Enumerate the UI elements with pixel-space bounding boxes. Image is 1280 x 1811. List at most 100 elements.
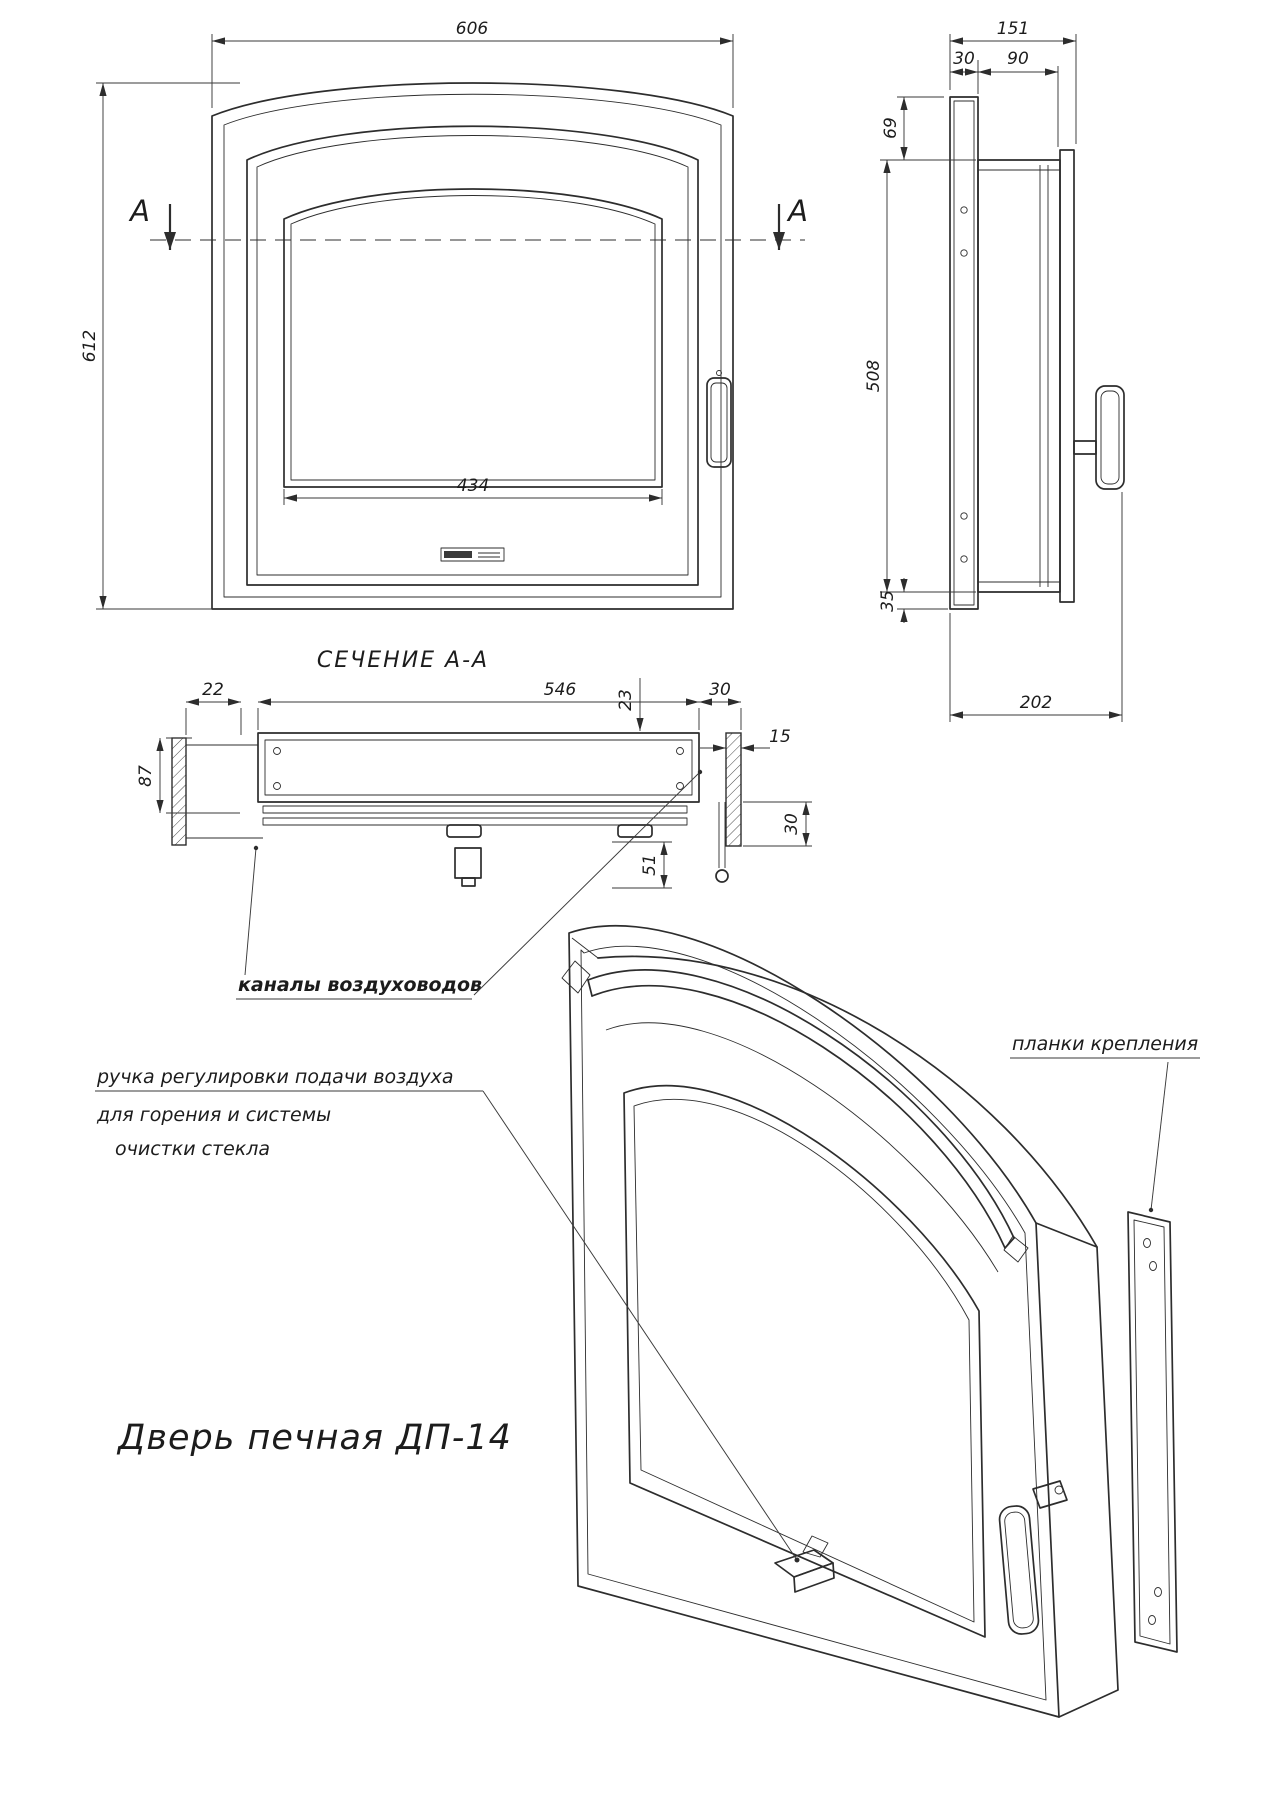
- dim-30r-label: 30: [709, 680, 731, 700]
- leader-dot: [697, 769, 703, 775]
- leader-dot: [253, 845, 259, 851]
- handle-pivot: [716, 370, 722, 376]
- drawing-title: Дверь печная ДП-14: [116, 1418, 512, 1458]
- dim-30l-label: 30: [782, 813, 802, 835]
- latch-handle-pivot-pin: [1054, 1485, 1064, 1495]
- top-handle-bar-outer: [587, 969, 1015, 1239]
- plate-hole: [960, 249, 968, 257]
- glass-clip: [617, 824, 653, 838]
- mounting-plate-hole: [1154, 1587, 1162, 1597]
- mounting-plates-leader: [1150, 1061, 1169, 1211]
- door-leaf-inner-outline: [256, 135, 689, 576]
- dim-51-label: 51: [640, 854, 660, 876]
- door-handle-inner: [710, 382, 728, 463]
- frame-inner-outline: [223, 93, 722, 598]
- section-title: СЕЧЕНИЕ А-А: [317, 648, 489, 673]
- dim-87-label: 87: [136, 765, 156, 787]
- door-arch-crease: [605, 1022, 999, 1273]
- jamb-connect-lines: [186, 744, 263, 839]
- mounting-plate: [1127, 1211, 1178, 1653]
- handle-grip-profile-inner: [1100, 390, 1120, 485]
- mounting-plate-hole: [1143, 1238, 1151, 1248]
- section-marker-left: A: [128, 194, 150, 228]
- plate-hole: [960, 555, 968, 563]
- dim-202-extensions: [949, 492, 1123, 722]
- dim-151-label: 151: [997, 19, 1029, 39]
- plate-hole: [960, 512, 968, 520]
- isometric-view: планки крепления ручка регулировки подач…: [95, 925, 1200, 1718]
- handle-axis-pin: [718, 802, 726, 868]
- dim-30-label: 30: [953, 49, 975, 69]
- door-inner-outline: [580, 945, 1047, 1701]
- nameplate-text-lines: [478, 552, 500, 558]
- air-control-latch-tab: [802, 1535, 829, 1558]
- door-back-top-edge: [597, 955, 1098, 1248]
- door-side-thickness: [1035, 1222, 1119, 1718]
- glass-clip: [446, 824, 482, 838]
- plate-hole: [960, 206, 968, 214]
- frame-box-section: [257, 732, 700, 803]
- glass-inner-outline: [290, 195, 656, 481]
- latch-handle-grip-inner: [1004, 1511, 1034, 1629]
- dim-606-extensions: [211, 34, 734, 108]
- section-marker-right: A: [786, 194, 808, 228]
- handle-note-line-3: очистки стекла: [115, 1138, 270, 1160]
- front-view: 606 612 434 A A: [80, 19, 808, 610]
- mounting-plate-hole: [1149, 1261, 1157, 1271]
- handle-note-line-2: для горения и системы: [96, 1104, 331, 1126]
- door-front-face: [568, 925, 1060, 1718]
- dim-612-extensions: [96, 82, 240, 610]
- handle-grip-profile: [1095, 385, 1125, 490]
- left-jamb-hatched: [171, 737, 187, 846]
- top-handle-bar-inner: [591, 984, 1006, 1249]
- front-frame-profile: [1059, 149, 1075, 603]
- section-view: СЕЧЕНИЕ А-А 22 546 23 30: [136, 648, 812, 1000]
- air-channels-label: каналы воздуховодов: [238, 974, 482, 996]
- dim-30l-extensions: [743, 801, 812, 847]
- air-control-latch-front: [793, 1562, 835, 1593]
- dim-546-extensions: [257, 708, 700, 730]
- glass-outline: [283, 188, 663, 488]
- mounting-plate-profile-inner: [953, 100, 975, 606]
- glass-pane-section: [262, 805, 688, 814]
- mounting-plate-inner: [1133, 1219, 1171, 1645]
- dim-87-extensions: [166, 737, 240, 814]
- dim-546-label: 546: [544, 680, 577, 700]
- mounting-plate-hole: [1148, 1615, 1156, 1625]
- dim-606-label: 606: [456, 19, 489, 39]
- side-view: 151 30 90 69 508 35 202: [864, 19, 1125, 722]
- mounting-plates-label: планки крепления: [1012, 1033, 1198, 1055]
- dim-202-label: 202: [1020, 693, 1052, 713]
- dim-30-90-extensions: [977, 60, 1059, 147]
- glass-window-inner: [633, 1099, 975, 1623]
- frame-box-section-inner: [264, 739, 693, 796]
- screw: [676, 747, 684, 755]
- glass-window: [623, 1084, 986, 1638]
- dim-508-label: 508: [864, 360, 884, 393]
- latch-handle-pivot: [1032, 1480, 1068, 1509]
- latch-handle-grip: [998, 1505, 1040, 1635]
- dim-23-label: 23: [616, 689, 636, 711]
- dim-15-label: 15: [769, 727, 791, 747]
- nameplate-logo: [444, 551, 472, 558]
- handle-note-line-1: ручка регулировки подачи воздуха: [96, 1066, 454, 1088]
- handle-note-leader: [482, 1090, 798, 1561]
- latch-tab-section: [461, 877, 476, 887]
- top-handle-left-mount: [561, 960, 591, 994]
- air-channels-leader-2: [473, 771, 701, 996]
- door-handle: [706, 377, 732, 468]
- door-body-detail-lines: [978, 165, 1060, 587]
- frame-outer-outline: [211, 82, 734, 610]
- dim-434-label: 434: [457, 476, 489, 496]
- dim-22-label: 22: [202, 680, 224, 700]
- dim-35-label: 35: [878, 590, 898, 612]
- right-strip-hatched: [725, 732, 742, 847]
- dim-22-extensions: [185, 708, 242, 735]
- leader-dot: [794, 1557, 800, 1563]
- dim-612-label: 612: [80, 330, 100, 362]
- air-channels-leader-1: [244, 847, 257, 976]
- screw: [676, 782, 684, 790]
